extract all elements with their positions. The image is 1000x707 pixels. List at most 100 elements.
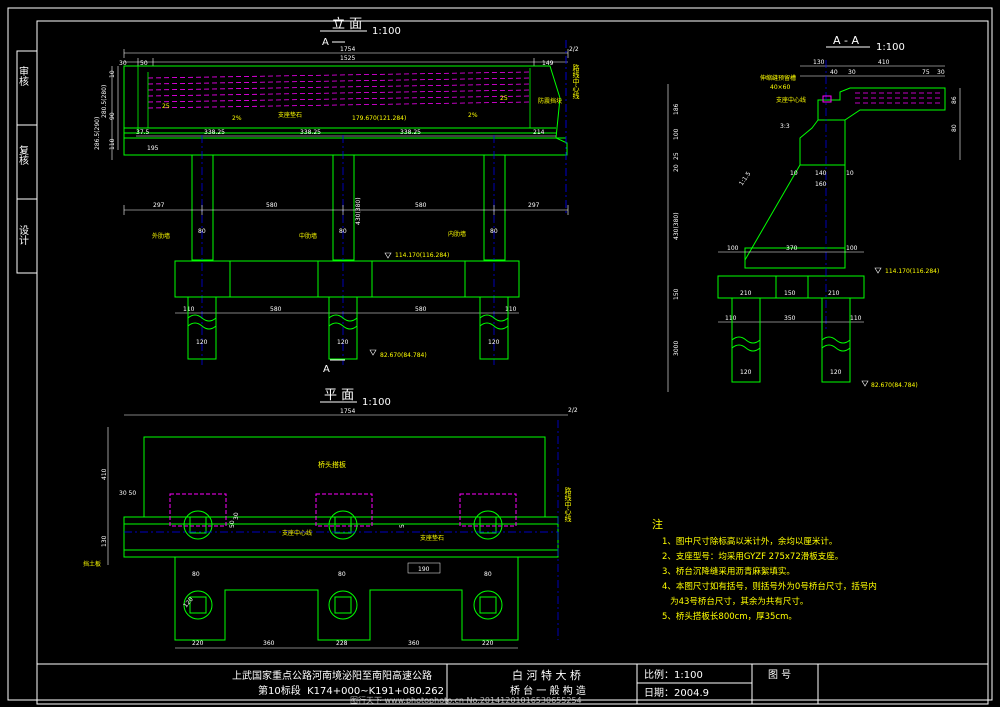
pier-dim-214: 214 bbox=[533, 129, 545, 136]
elevation-vdim-3: 90 bbox=[109, 112, 116, 120]
elevation-cap-beam bbox=[123, 65, 568, 156]
section-abutment bbox=[717, 87, 946, 299]
elevation-vdim-5: 10 bbox=[109, 70, 116, 78]
project-name: 上武国家重点公路河南境泌阳至南阳高速公路 bbox=[232, 669, 432, 682]
plan-inner-190: 190 bbox=[418, 566, 430, 573]
plan-inner-30: 30 bbox=[233, 512, 240, 520]
plan-pile-circles bbox=[183, 510, 503, 620]
outer-wall-label: 外肋墙 bbox=[152, 232, 170, 240]
review-label: 审核 bbox=[17, 65, 29, 87]
plan-bearing-centerline: 支座中心线 bbox=[282, 529, 312, 537]
drawing-no-label: 图 号 bbox=[768, 669, 791, 681]
plan-scale: 1:100 bbox=[362, 397, 391, 408]
pier-dim-338a: 338.25 bbox=[204, 129, 225, 136]
plan-bdim-360a: 360 bbox=[263, 640, 275, 647]
sec-pile-dim-110a: 110 bbox=[725, 315, 737, 322]
drawing-frame bbox=[7, 7, 993, 705]
footing-dim-150: 150 bbox=[784, 290, 796, 297]
plan-view: 平 面 1:100 1754 2/2 bbox=[83, 388, 578, 649]
elevation-bearing-stone: 支座垫石 bbox=[278, 111, 302, 119]
section-title: A - A bbox=[833, 34, 859, 47]
sec-pile-width-2: 120 bbox=[830, 369, 842, 376]
side-signature-block: 审核 复核 设计 bbox=[17, 65, 29, 246]
note-4-cont: 为43号桥台尺寸，其余为共有尺寸。 bbox=[662, 596, 808, 607]
elevation-dim-25b: 25 bbox=[500, 95, 508, 102]
span-dim-580a: 580 bbox=[266, 202, 278, 209]
elevation-slope-right: 2% bbox=[468, 112, 478, 119]
section-vdim-100: 100 bbox=[673, 128, 680, 140]
section-rdim-80: 80 bbox=[951, 124, 958, 132]
section-piles bbox=[731, 297, 851, 383]
section-vdim-25: 25 bbox=[673, 152, 680, 160]
plan-bdim-220b: 220 bbox=[482, 640, 494, 647]
plan-bdim-228: 228 bbox=[336, 640, 348, 647]
inner-wall-label: 内肋墙 bbox=[448, 230, 466, 238]
expansion-joint-label: 伸缩缝预留槽 bbox=[760, 74, 796, 82]
section-marker-top: A bbox=[322, 37, 329, 48]
elevation-title: 立 面 bbox=[332, 17, 362, 32]
drawing-name: 桥 台 一 般 构 造 bbox=[510, 684, 586, 697]
approach-slab-label: 桥头搭板 bbox=[318, 460, 346, 469]
elevation-vdim-4: 110 bbox=[109, 138, 116, 150]
span-dim-580b: 580 bbox=[415, 202, 427, 209]
elevation-dim-deck: 1525 bbox=[340, 55, 355, 62]
base-dim-100b: 100 bbox=[846, 245, 858, 252]
retaining-plate-label: 挡土板 bbox=[83, 560, 101, 568]
section-dim-410: 410 bbox=[878, 59, 890, 66]
plan-ldim-130: 130 bbox=[101, 535, 108, 547]
pile-width-3: 120 bbox=[488, 339, 500, 346]
column-dim-80a: 80 bbox=[198, 228, 206, 235]
elevation-dim-30: 30 bbox=[119, 60, 127, 67]
bridge-name: 白 河 特 大 桥 bbox=[512, 668, 581, 682]
date-label: 日期：2004.9 bbox=[644, 687, 709, 699]
plan-small-80b: 80 bbox=[338, 571, 346, 578]
pile-dim-580b: 580 bbox=[415, 306, 427, 313]
joint-size-label: 40×60 bbox=[770, 84, 790, 91]
watermark: 图行天下 www.photophoto.cn No.20141201016530… bbox=[350, 695, 582, 705]
section-view: A - A 1:100 130 410 40 30 75 30 伸缩缝预留槽 4… bbox=[667, 34, 961, 392]
plan-bearing-stone: 支座垫石 bbox=[420, 534, 444, 542]
plan-ldim-410: 410 bbox=[101, 468, 108, 480]
elevation-ratio: 2/2 bbox=[569, 46, 579, 53]
plan-bdim-360b: 360 bbox=[408, 640, 420, 647]
sec-pile-dim-110b: 110 bbox=[850, 315, 862, 322]
elevation-view: 立 面 1:100 A 1754 1525 2/2 30 50 149 286.… bbox=[94, 17, 580, 375]
section-vdim-3000: 3000 bbox=[673, 341, 680, 356]
section-dim-30a: 30 bbox=[848, 69, 856, 76]
pile-width-2: 120 bbox=[337, 339, 349, 346]
plan-ldim-3050: 30 50 bbox=[119, 490, 136, 497]
plan-bearings bbox=[169, 493, 517, 527]
pier-dim-338c: 338.25 bbox=[400, 129, 421, 136]
project-section: 第10标段 K174+000~K191+080.262 bbox=[258, 684, 444, 697]
section-scale: 1:100 bbox=[876, 42, 905, 53]
elevation-columns bbox=[191, 154, 506, 261]
elevation-centerline-label: 路线中心线 bbox=[572, 63, 580, 99]
pier-dim-195: 195 bbox=[147, 145, 159, 152]
section-rdim-86: 86 bbox=[951, 96, 958, 104]
section-vdim-150: 150 bbox=[673, 288, 680, 300]
note-5: 5、桥头搭板长800cm，厚35cm。 bbox=[662, 611, 797, 622]
span-dim-297a: 297 bbox=[153, 202, 165, 209]
section-dim-30b: 30 bbox=[937, 69, 945, 76]
cap-dim-10b: 10 bbox=[846, 170, 854, 177]
route-centerline-label: 路线中心线 bbox=[564, 486, 572, 522]
footing-dim-210a: 210 bbox=[740, 290, 752, 297]
footing-dim-210b: 210 bbox=[828, 290, 840, 297]
note-4: 4、本图尺寸如有括号，则括号外为0号桥台尺寸，括号内 bbox=[662, 581, 877, 592]
column-dim-80c: 80 bbox=[490, 228, 498, 235]
elevation-dim-50: 50 bbox=[140, 60, 148, 67]
elevation-deck-elevation: 179.670(121.284) bbox=[352, 115, 406, 122]
note-1: 1、图中尺寸除标高以米计外，余均以厘米计。 bbox=[662, 536, 837, 547]
section-marker-bottom: A bbox=[323, 364, 330, 375]
elevation-slope-left: 2% bbox=[232, 115, 242, 122]
elevation-dim-total: 1754 bbox=[340, 46, 355, 53]
middle-wall-label: 中肋墙 bbox=[299, 232, 317, 240]
section-footing-elevation: 114.170(116.284) bbox=[885, 268, 939, 275]
pile-dim-580a: 580 bbox=[270, 306, 282, 313]
cap-dim-160: 160 bbox=[815, 181, 827, 188]
sec-pile-dim-350: 350 bbox=[784, 315, 796, 322]
notes-heading: 注 bbox=[652, 517, 663, 531]
section-vdim-20: 20 bbox=[673, 164, 680, 172]
batter-label: 3:3 bbox=[780, 123, 790, 130]
bearing-center-label: 支座中心线 bbox=[776, 96, 806, 104]
